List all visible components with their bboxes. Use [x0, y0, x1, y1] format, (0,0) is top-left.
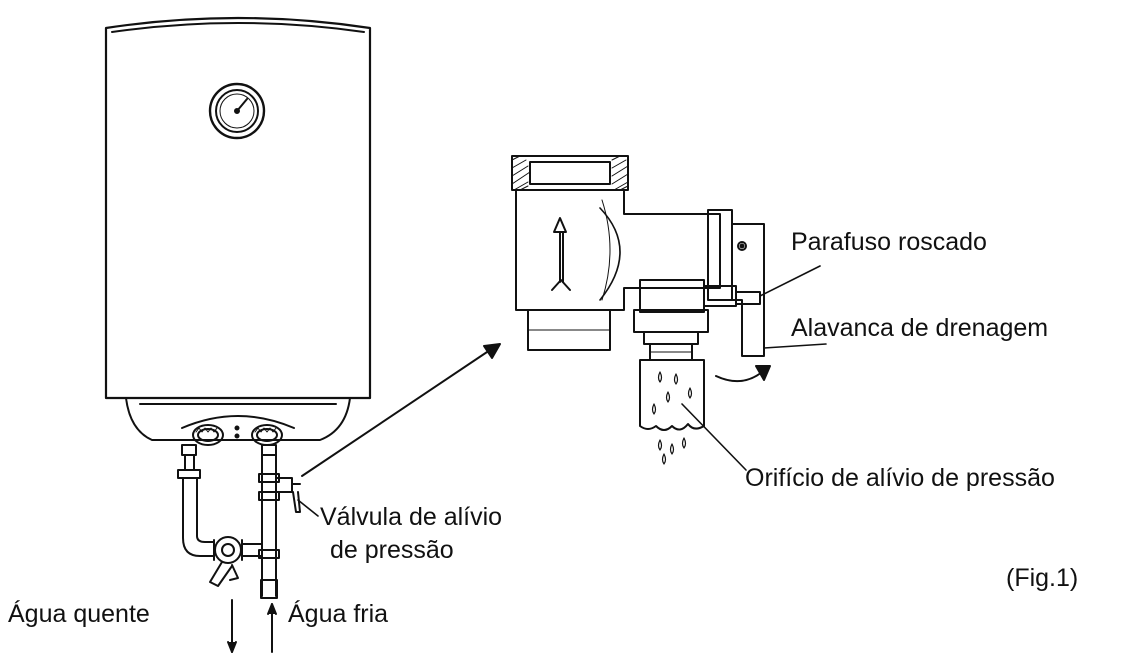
cold-water-arrow-icon	[268, 604, 276, 652]
figure-number: (Fig.1)	[1006, 564, 1079, 592]
label-valvula-line2: de pressão	[330, 536, 454, 564]
cold-water-pipe	[259, 445, 300, 598]
label-agua-fria: Água fria	[288, 600, 389, 628]
thermometer-gauge-icon	[210, 84, 264, 138]
rotation-arrow-icon	[716, 366, 770, 381]
screw-label-leader	[760, 266, 820, 296]
zoom-arrow-icon	[302, 344, 500, 476]
valve-label-leader	[298, 500, 318, 516]
control-knobs	[182, 416, 294, 445]
label-alavanca-de-drenagem: Alavanca de drenagem	[791, 314, 1049, 342]
label-parafuso-roscado: Parafuso roscado	[791, 228, 987, 256]
label-orificio-de-alivio: Orifício de alívio de pressão	[745, 464, 1055, 492]
orifice-label-leader	[682, 404, 746, 470]
water-heater-tank	[106, 18, 370, 440]
label-agua-quente: Água quente	[8, 600, 150, 628]
lever-label-leader	[764, 344, 826, 348]
hot-water-arrow-icon	[228, 600, 236, 652]
label-valvula-line1: Válvula de alívio	[320, 503, 503, 531]
hot-water-pipe	[178, 445, 262, 586]
relief-valve-body	[512, 156, 764, 464]
